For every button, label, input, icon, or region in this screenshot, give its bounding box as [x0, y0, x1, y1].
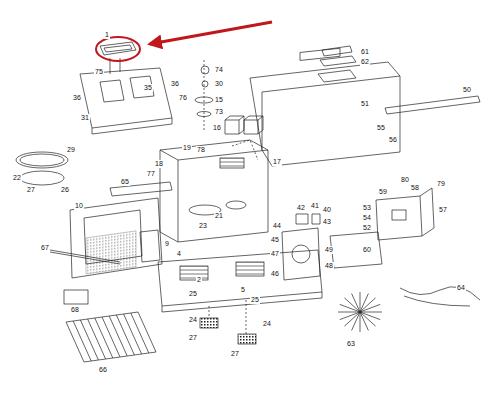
- callout-number: 36: [72, 94, 82, 102]
- callout-number: 52: [362, 224, 372, 232]
- callout-number: 23: [198, 222, 208, 230]
- callout-number: 67: [40, 244, 50, 252]
- callout-number: 36: [170, 80, 180, 88]
- callout-number: 27: [230, 350, 240, 358]
- callout-number: 35: [143, 84, 153, 92]
- callout-number: 66: [98, 366, 108, 374]
- callout-number: 59: [378, 188, 388, 196]
- callout-number: 75: [94, 68, 104, 76]
- callout-number: 25: [250, 296, 260, 304]
- callout-number: 5: [240, 286, 246, 294]
- callout-number: 22: [12, 174, 22, 182]
- rack: [66, 312, 156, 362]
- callout-number: 78: [196, 146, 206, 154]
- callout-number: 56: [388, 136, 398, 144]
- callout-number: 74: [214, 66, 224, 74]
- callout-number: 55: [376, 124, 386, 132]
- callout-number: 61: [360, 48, 370, 56]
- callout-number: 21: [214, 212, 224, 220]
- cavity: [160, 140, 268, 242]
- callout-number: 27: [188, 334, 198, 342]
- roller-ring: [16, 152, 68, 168]
- vent-bar: [385, 96, 480, 114]
- callout-number: 31: [80, 114, 90, 122]
- callout-number: 10: [74, 202, 84, 210]
- callout-number: 27: [26, 186, 36, 194]
- fan-motor: [282, 228, 320, 280]
- highlight-circle: [96, 37, 140, 61]
- callout-number: 43: [322, 218, 332, 226]
- door: [70, 198, 162, 278]
- callout-number: 17: [272, 158, 282, 166]
- part-1: [100, 42, 136, 55]
- callout-number: 46: [270, 270, 280, 278]
- callout-number: 58: [410, 184, 420, 192]
- callout-number: 50: [462, 86, 472, 94]
- base-plate: [158, 250, 322, 306]
- callout-number: 57: [438, 206, 448, 214]
- callout-number: 29: [66, 146, 76, 154]
- control-panel: [140, 230, 160, 262]
- callout-number: 64: [456, 284, 466, 292]
- control-assembly: [80, 68, 172, 134]
- callout-number: 51: [360, 100, 370, 108]
- callout-number: 24: [188, 316, 198, 324]
- callout-number: 2: [196, 276, 202, 284]
- callout-number: 30: [214, 80, 224, 88]
- callout-number: 18: [154, 160, 164, 168]
- callout-number: 79: [436, 180, 446, 188]
- callout-number: 77: [146, 170, 156, 178]
- callout-number: 40: [322, 206, 332, 214]
- callout-number: 80: [400, 176, 410, 184]
- callout-number: 48: [324, 262, 334, 270]
- outer-wrapper: [250, 62, 400, 166]
- callout-number: 24: [262, 320, 272, 328]
- callout-number: 65: [120, 178, 130, 186]
- callout-number: 76: [178, 94, 188, 102]
- callout-number: 42: [296, 204, 306, 212]
- callout-number: 15: [214, 96, 224, 104]
- callout-number: 26: [60, 186, 70, 194]
- callout-number: 62: [360, 58, 370, 66]
- callout-number: 25: [188, 290, 198, 298]
- callout-number: 63: [346, 340, 356, 348]
- callout-number: 9: [164, 240, 170, 248]
- callout-number: 54: [362, 214, 372, 222]
- callout-number: 68: [70, 306, 80, 314]
- callout-number: 73: [214, 108, 224, 116]
- callout-number: 49: [324, 246, 334, 254]
- bracket: [376, 196, 422, 240]
- pointer-arrow: [150, 22, 272, 44]
- callout-number: 4: [176, 250, 182, 258]
- callout-number: 45: [270, 236, 280, 244]
- callout-number: 41: [310, 202, 320, 210]
- callout-number: 1: [104, 31, 110, 39]
- callout-number: 47: [270, 250, 280, 258]
- callout-number: 44: [272, 222, 282, 230]
- callout-number: 16: [212, 124, 222, 132]
- callout-number: 53: [362, 204, 372, 212]
- callout-number: 19: [182, 144, 192, 152]
- callout-number: 60: [362, 246, 372, 254]
- glass-tray: [20, 171, 64, 185]
